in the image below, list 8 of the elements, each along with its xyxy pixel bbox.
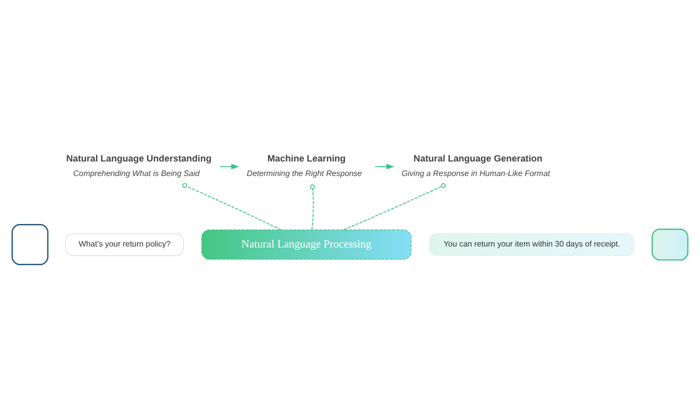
node-box: Natural Language Processing <box>201 229 412 260</box>
node-person <box>12 224 48 265</box>
connector <box>343 182 446 230</box>
connector <box>182 182 282 230</box>
arrow <box>374 163 394 169</box>
arrow <box>219 163 240 169</box>
node-robot <box>652 228 688 260</box>
connector <box>310 184 315 230</box>
